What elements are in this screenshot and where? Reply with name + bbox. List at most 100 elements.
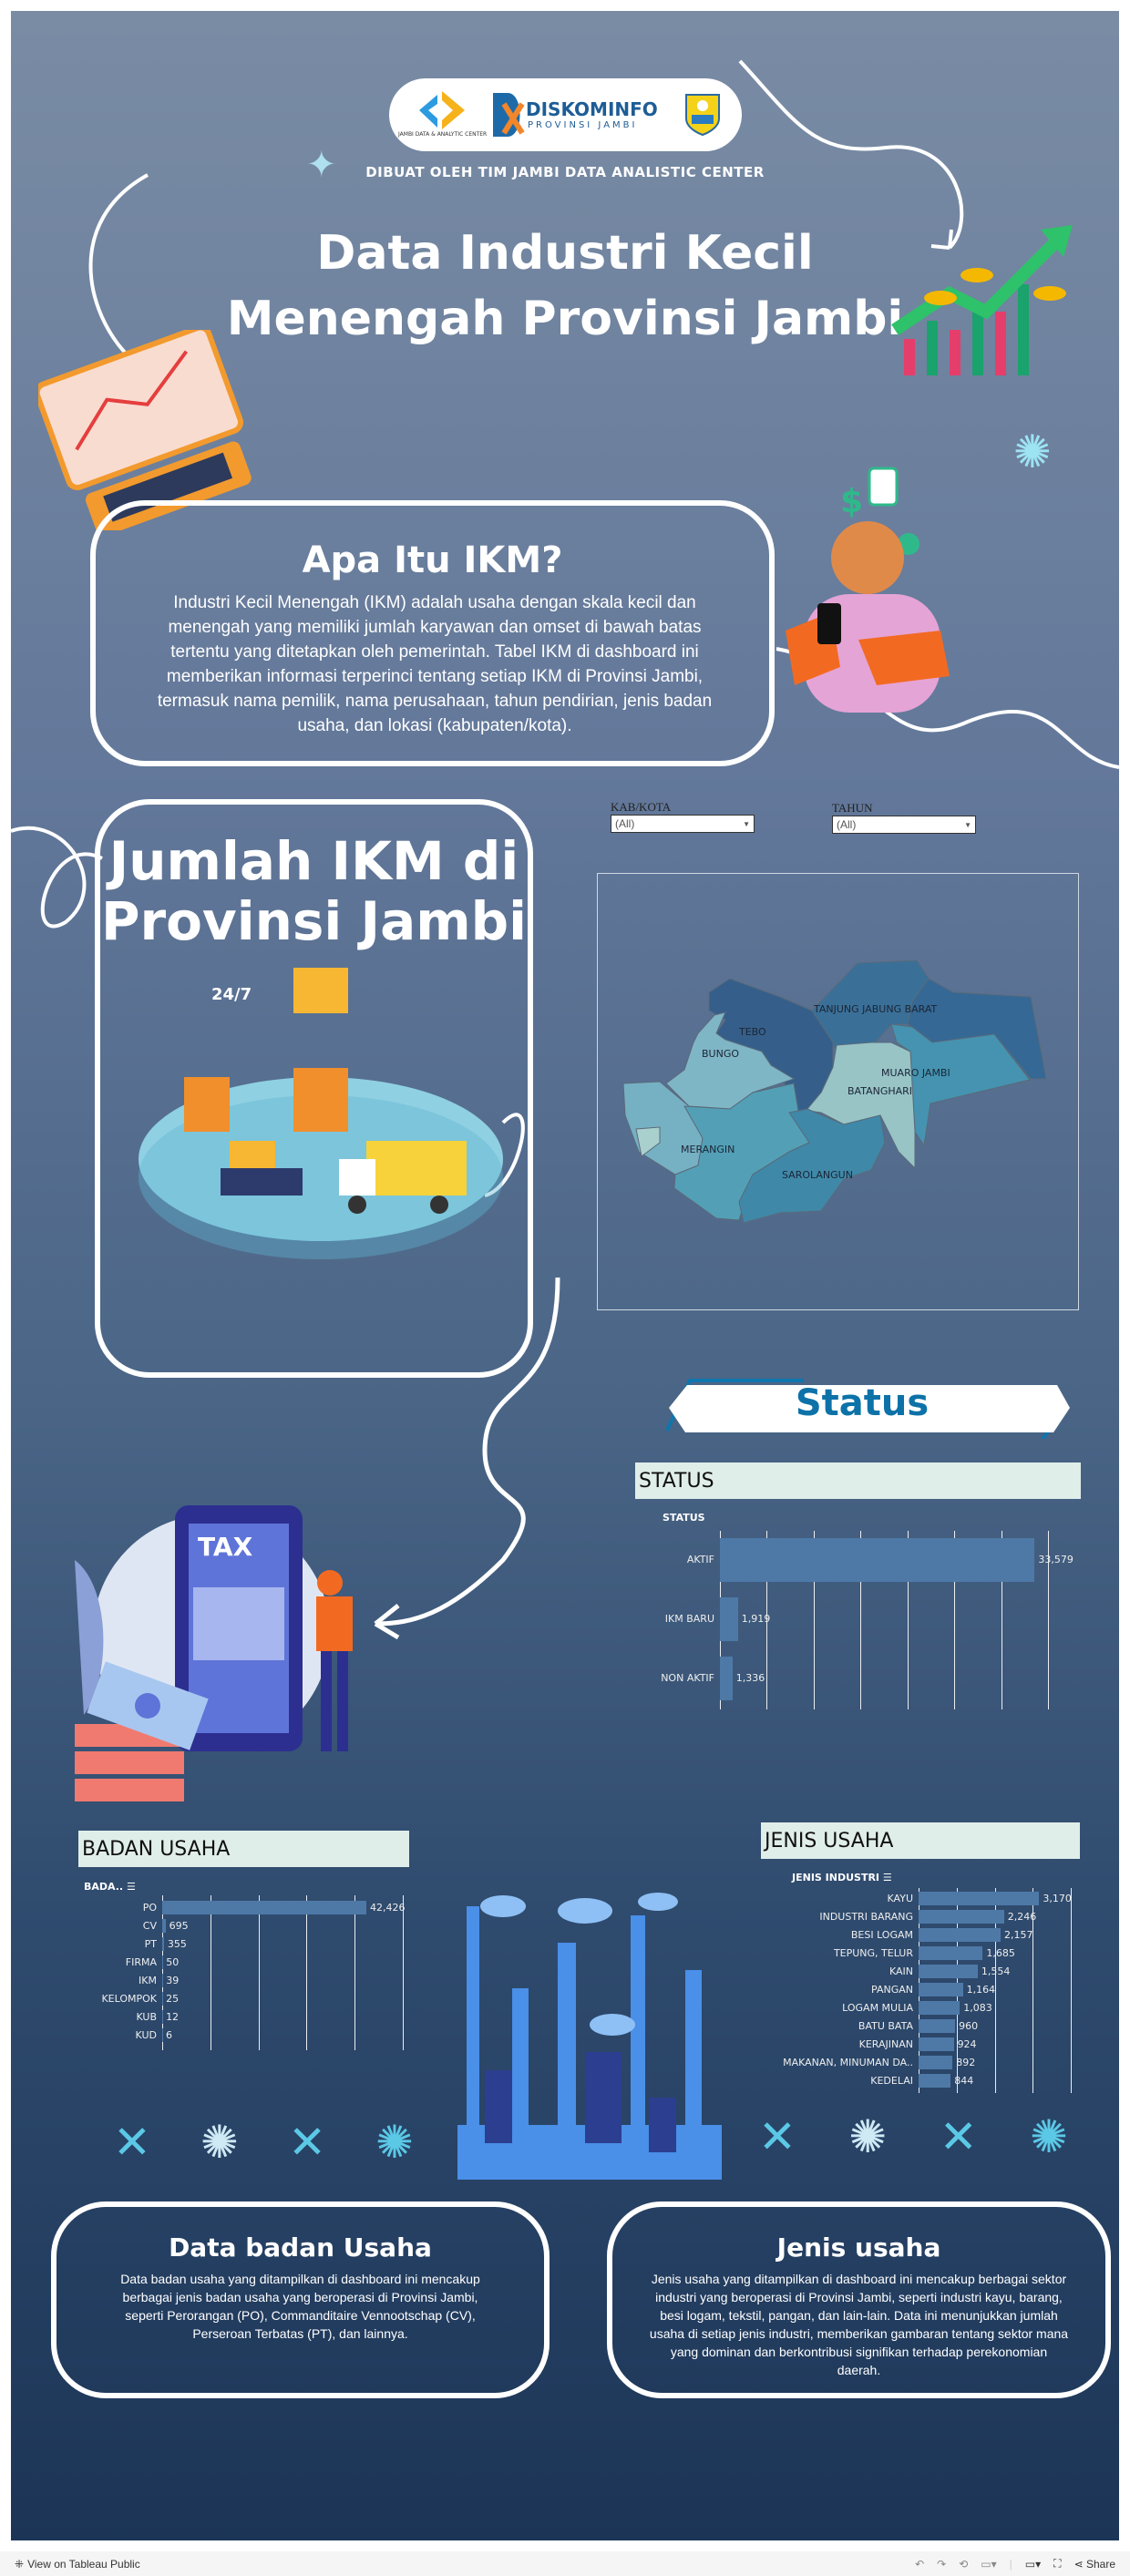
jenis-axis-label: JENIS INDUSTRI bbox=[792, 1872, 880, 1883]
gridline bbox=[162, 1895, 163, 2050]
map-label: TEBO bbox=[738, 1026, 766, 1038]
gridline bbox=[306, 1895, 308, 2050]
share-button[interactable]: ⋖ Share bbox=[1074, 2558, 1115, 2571]
value-label: 2,246 bbox=[1007, 1910, 1037, 1923]
jenis-usaha-info-box: Jenis usaha Jenis usaha yang ditampilkan… bbox=[607, 2201, 1111, 2398]
bar[interactable] bbox=[720, 1657, 733, 1700]
map-region-muaro-jambi[interactable] bbox=[890, 1023, 1031, 1147]
bar[interactable] bbox=[162, 2010, 163, 2024]
bar[interactable] bbox=[919, 1965, 978, 1978]
value-label: 12 bbox=[166, 2010, 180, 2023]
flower-icon: ✕ bbox=[113, 2116, 151, 2169]
value-label: 3,170 bbox=[1043, 1892, 1072, 1904]
sort-icon[interactable]: ☰ bbox=[126, 1881, 136, 1893]
map-label: SAROLANGUN bbox=[782, 1169, 853, 1181]
caret-down-icon: ▼ bbox=[964, 820, 971, 829]
tahun-dropdown[interactable]: (All)▼ bbox=[832, 816, 976, 834]
category-label: LOGAM MULIA bbox=[842, 2001, 913, 2014]
category-label: FIRMA bbox=[125, 1955, 157, 1968]
bar[interactable] bbox=[162, 1992, 163, 2006]
bar[interactable] bbox=[162, 1955, 163, 1969]
sort-icon[interactable]: ☰ bbox=[882, 1872, 892, 1883]
flower-icon: ✕ bbox=[939, 2110, 978, 2163]
map-region-sarolangun[interactable] bbox=[738, 1108, 886, 1224]
value-label: 892 bbox=[956, 2056, 976, 2068]
jumlah-ikm-title: Jumlah IKM di Provinsi Jambi bbox=[95, 831, 533, 951]
value-label: 39 bbox=[166, 1974, 180, 1986]
jenis-info-title: Jenis usaha bbox=[776, 2232, 941, 2263]
value-label: 695 bbox=[169, 1919, 189, 1932]
ikm-info-box bbox=[90, 500, 775, 766]
map-region-kerinci[interactable] bbox=[635, 1126, 661, 1157]
undo-icon[interactable]: ↶ bbox=[915, 2557, 925, 2571]
dropdown-value: (All) bbox=[615, 817, 635, 830]
bar[interactable] bbox=[919, 1983, 963, 1996]
bar[interactable] bbox=[919, 1928, 1002, 1942]
category-label: MAKANAN, MINUMAN DA.. bbox=[783, 2056, 913, 2068]
svg-text:24/7: 24/7 bbox=[211, 985, 252, 1004]
bar[interactable] bbox=[919, 1946, 983, 1960]
category-label: AKTIF bbox=[686, 1554, 714, 1565]
diskominfo-logo-icon bbox=[493, 93, 525, 137]
bar[interactable] bbox=[720, 1597, 738, 1641]
bar[interactable] bbox=[162, 2028, 163, 2042]
jenis-info-text: Jenis usaha yang ditampilkan di dashboar… bbox=[649, 2272, 1069, 2377]
category-label: KEDELAI bbox=[870, 2074, 913, 2087]
bar[interactable] bbox=[162, 1974, 163, 1987]
kab-kota-dropdown[interactable]: (All)▼ bbox=[611, 815, 755, 833]
jambi-map[interactable]: TEBO TANJUNG JABUNG BARAT BUNGO MUARO JA… bbox=[597, 873, 1079, 1310]
value-label: 50 bbox=[166, 1955, 180, 1968]
status-banner bbox=[665, 1379, 1070, 1439]
gridline bbox=[994, 1888, 996, 2093]
value-label: 1,336 bbox=[735, 1672, 765, 1684]
value-label: 960 bbox=[959, 2019, 979, 2032]
badan-usaha-info-box: Data badan Usaha Data badan usaha yang d… bbox=[51, 2201, 550, 2398]
fullscreen-icon[interactable]: ⛶ bbox=[1053, 2557, 1062, 2570]
bar[interactable] bbox=[162, 1937, 164, 1951]
value-label: 1,164 bbox=[966, 1983, 996, 1996]
category-label: NON AKTIF bbox=[661, 1672, 714, 1684]
category-label: KELOMPOK bbox=[101, 1992, 157, 2005]
category-label: KERAJINAN bbox=[858, 2037, 913, 2050]
revert-icon[interactable]: ⟲ bbox=[959, 2557, 969, 2571]
gridline bbox=[766, 1531, 768, 1709]
bar[interactable] bbox=[919, 2037, 954, 2051]
bar[interactable] bbox=[919, 2019, 956, 2033]
jumlah-title-line-1: Jumlah IKM di bbox=[108, 830, 519, 892]
bar[interactable] bbox=[919, 2074, 951, 2088]
bar[interactable] bbox=[162, 1901, 366, 1914]
jumlah-title-line-2: Provinsi Jambi bbox=[100, 890, 528, 952]
pause-icon[interactable]: ▭▾ bbox=[981, 2557, 997, 2571]
category-label: PO bbox=[142, 1901, 157, 1914]
gridline bbox=[1032, 1888, 1034, 2093]
value-label: 924 bbox=[957, 2037, 977, 2050]
filter-kab-kota: KAB/KOTA (All)▼ bbox=[611, 800, 755, 833]
bar[interactable] bbox=[919, 1892, 1040, 1905]
flower-icon: ✕ bbox=[758, 2110, 796, 2163]
value-label: 1,685 bbox=[986, 1946, 1015, 1959]
view-on-tableau-link[interactable]: ⁜View on Tableau Public bbox=[15, 2558, 140, 2571]
map-label: BUNGO bbox=[702, 1048, 739, 1060]
bar[interactable] bbox=[919, 1910, 1004, 1924]
device-preview-icon[interactable]: ▭▾ bbox=[1024, 2557, 1042, 2571]
view-on-tableau-label: View on Tableau Public bbox=[27, 2557, 140, 2571]
category-label: KAYU bbox=[887, 1892, 913, 1904]
redo-icon[interactable]: ↷ bbox=[937, 2557, 947, 2571]
bar[interactable] bbox=[919, 2056, 953, 2069]
jenis-axis-title: JENIS INDUSTRI ☰ bbox=[792, 1872, 892, 1883]
value-label: 42,426 bbox=[370, 1901, 406, 1914]
bar[interactable] bbox=[720, 1538, 1035, 1582]
svg-text:TAX: TAX bbox=[198, 1532, 253, 1562]
gridline bbox=[1071, 1888, 1072, 2093]
provinsi-label: PROVINSI JAMBI bbox=[528, 120, 638, 130]
badan-axis-title: BADA.. ☰ bbox=[84, 1881, 136, 1893]
bar[interactable] bbox=[162, 1919, 166, 1933]
credit-text: DIBUAT OLEH TIM JAMBI DATA ANALISTIC CEN… bbox=[365, 164, 765, 180]
value-label: 2,157 bbox=[1004, 1928, 1033, 1941]
category-label: TEPUNG, TELUR bbox=[833, 1946, 913, 1959]
bar[interactable] bbox=[919, 2001, 960, 2015]
factory-illustration bbox=[457, 1893, 722, 2180]
gridline bbox=[954, 1531, 956, 1709]
map-svg: TEBO TANJUNG JABUNG BARAT BUNGO MUARO JA… bbox=[622, 960, 1047, 1224]
